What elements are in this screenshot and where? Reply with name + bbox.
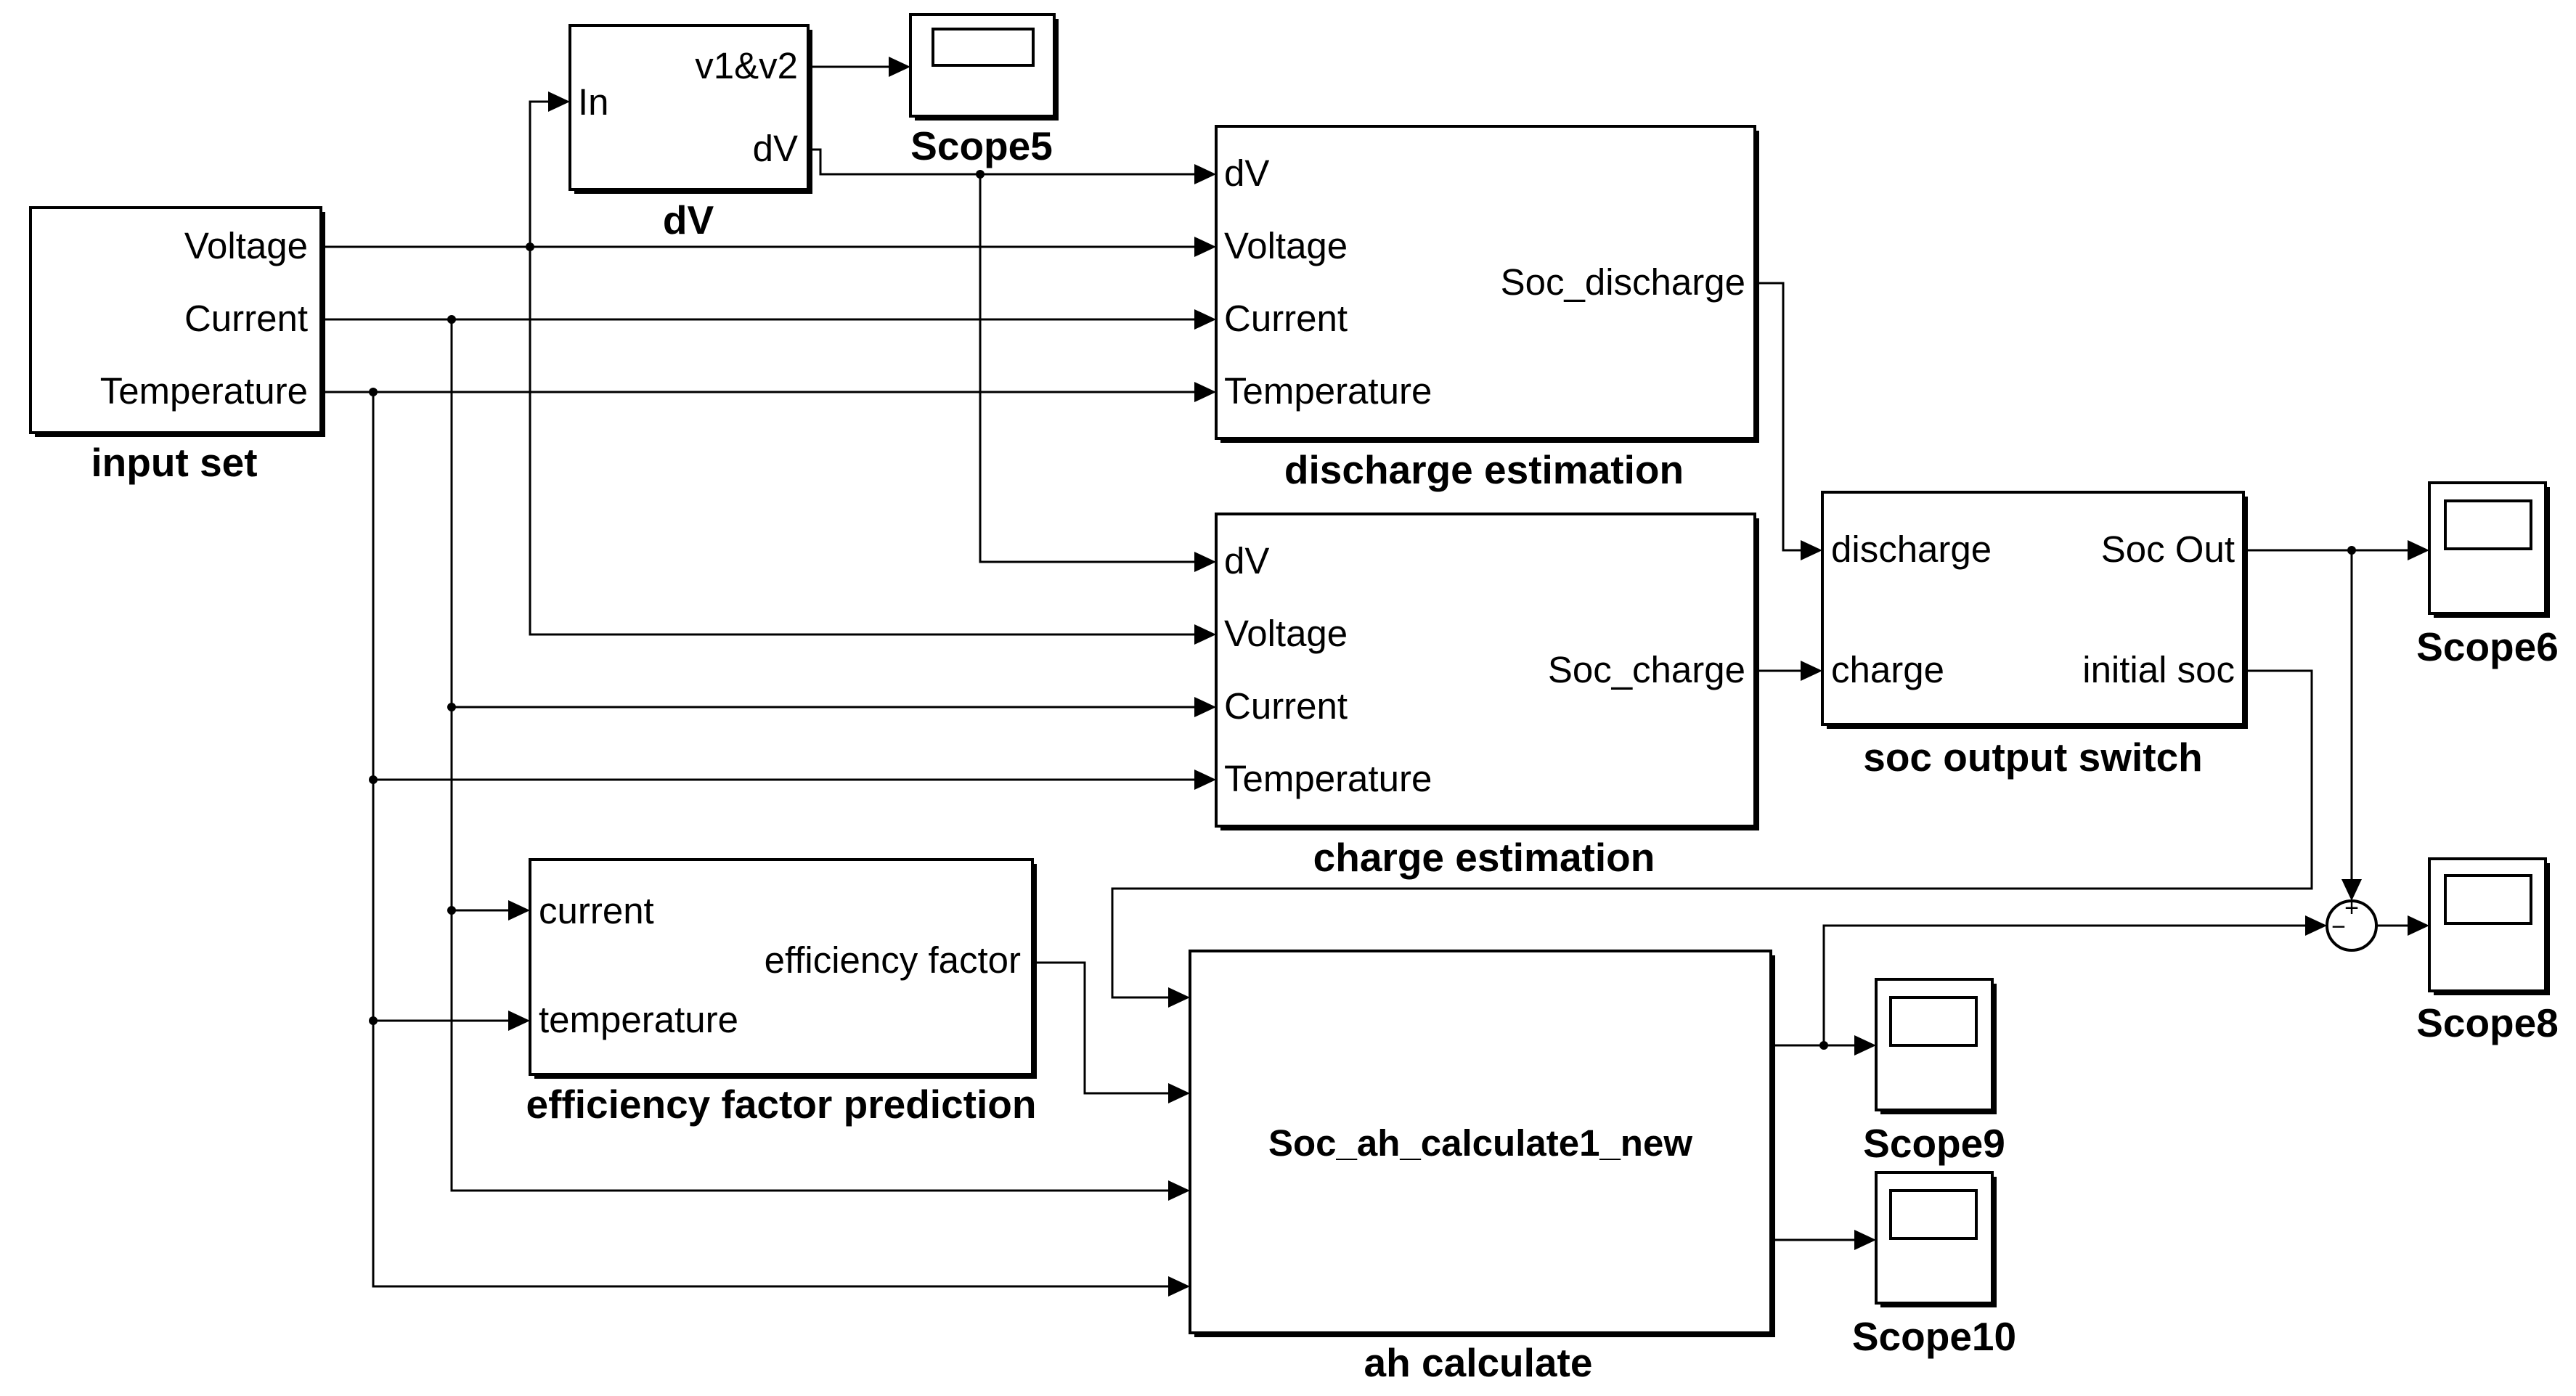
charge-port-dv: dV <box>1224 540 1269 581</box>
switch-port-soc-out: Soc Out <box>2101 528 2235 570</box>
scope6-title: Scope6 <box>2416 624 2559 669</box>
discharge-port-temperature: Temperature <box>1224 370 1432 412</box>
ah-calculate-label: Soc_ah_calculate1_new <box>1268 1122 1692 1164</box>
efficiency-port-out: efficiency factor <box>765 939 1021 981</box>
input-set-title: input set <box>91 440 257 485</box>
efficiency-port-temperature: temperature <box>539 999 738 1040</box>
charge-estimation-block[interactable]: dV Voltage Current Temperature Soc_charg… <box>1215 513 1759 830</box>
ah-calculate-title: ah calculate <box>1364 1340 1593 1385</box>
scope9-block[interactable] <box>1875 978 1997 1114</box>
scope8-title: Scope8 <box>2416 1000 2559 1045</box>
input-set-block[interactable]: Voltage Current Temperature <box>29 206 325 437</box>
scope10-screen <box>1889 1189 1978 1240</box>
discharge-estimation-block[interactable]: dV Voltage Current Temperature Soc_disch… <box>1215 125 1759 443</box>
signal-lines <box>324 65 2409 1288</box>
sum-plus-sign: + <box>2344 894 2359 922</box>
switch-port-discharge: discharge <box>1831 528 1992 570</box>
scope5-screen <box>932 28 1035 67</box>
discharge-estimation-title: discharge estimation <box>1284 447 1684 492</box>
charge-port-temperature: Temperature <box>1224 758 1432 799</box>
port-current-out: Current <box>184 298 308 339</box>
scope8-block[interactable] <box>2428 857 2550 995</box>
sum-minus-sign: − <box>2331 913 2346 941</box>
switch-port-charge: charge <box>1831 649 1944 690</box>
port-v1v2: v1&v2 <box>695 45 798 86</box>
efficiency-port-current: current <box>539 890 654 931</box>
discharge-port-voltage: Voltage <box>1224 225 1348 266</box>
arrowheads <box>508 57 2429 1297</box>
efficiency-factor-block[interactable]: current temperature efficiency factor <box>529 858 1037 1079</box>
ah-calculate-block[interactable]: Soc_ah_calculate1_new <box>1189 950 1775 1337</box>
efficiency-factor-title: efficiency factor prediction <box>526 1082 1037 1127</box>
scope9-screen <box>1889 996 1978 1047</box>
discharge-port-current: Current <box>1224 298 1348 339</box>
junction-dots <box>369 170 2356 1050</box>
soc-output-switch-block[interactable]: discharge charge Soc Out initial soc <box>1821 491 2248 729</box>
scope6-block[interactable] <box>2428 481 2550 618</box>
scope9-title: Scope9 <box>1863 1121 2005 1166</box>
scope10-title: Scope10 <box>1852 1314 2016 1359</box>
dv-title: dV <box>663 197 714 242</box>
charge-port-current: Current <box>1224 685 1348 727</box>
discharge-port-dv: dV <box>1224 152 1269 194</box>
charge-estimation-title: charge estimation <box>1313 835 1655 880</box>
sum-block[interactable]: + − <box>2326 894 2378 952</box>
port-dv-out: dV <box>753 128 798 169</box>
dv-block[interactable]: In v1&v2 dV <box>568 24 812 194</box>
scope6-screen <box>2444 499 2532 550</box>
scope8-screen <box>2444 874 2532 925</box>
port-in: In <box>578 81 609 123</box>
scope5-block[interactable] <box>909 13 1059 121</box>
scope10-block[interactable] <box>1875 1171 1997 1307</box>
charge-port-voltage: Voltage <box>1224 613 1348 654</box>
port-voltage-out: Voltage <box>184 225 308 266</box>
port-temperature-out: Temperature <box>100 370 308 412</box>
soc-output-switch-title: soc output switch <box>1863 735 2203 780</box>
discharge-port-soc-out: Soc_discharge <box>1501 261 1745 303</box>
scope5-title: Scope5 <box>910 123 1053 168</box>
charge-port-soc-out: Soc_charge <box>1548 649 1745 690</box>
switch-port-initial-soc: initial soc <box>2082 649 2235 690</box>
